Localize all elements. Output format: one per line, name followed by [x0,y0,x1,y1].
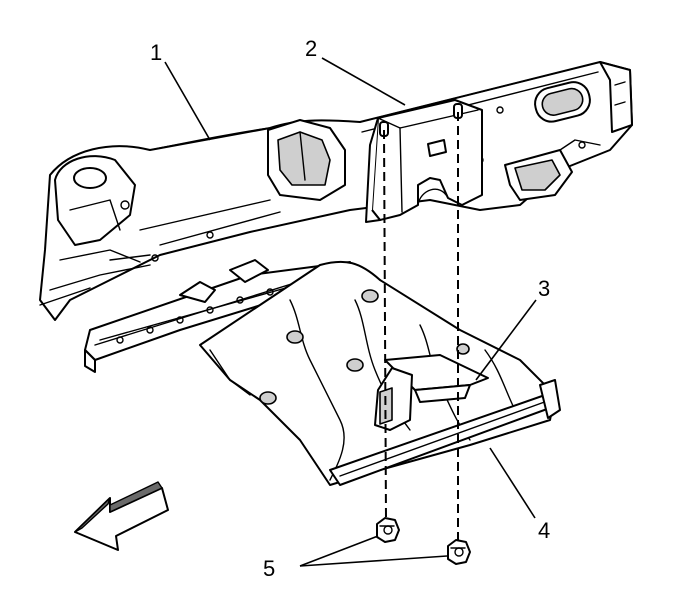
callout-5: 5 [263,556,275,581]
nut-left [376,517,400,543]
callout-4: 4 [538,518,550,543]
front-direction-arrow-icon [74,481,169,551]
lower-crossmember [84,259,561,486]
nut-right [447,539,471,565]
frame-rail [39,61,633,321]
mounting-bracket [365,99,483,223]
callout-2: 2 [305,36,317,61]
leader-lines [164,57,537,567]
callout-3: 3 [538,276,550,301]
alignment-lines [383,112,459,540]
lower-bracket [374,354,489,431]
callout-1: 1 [150,40,162,65]
